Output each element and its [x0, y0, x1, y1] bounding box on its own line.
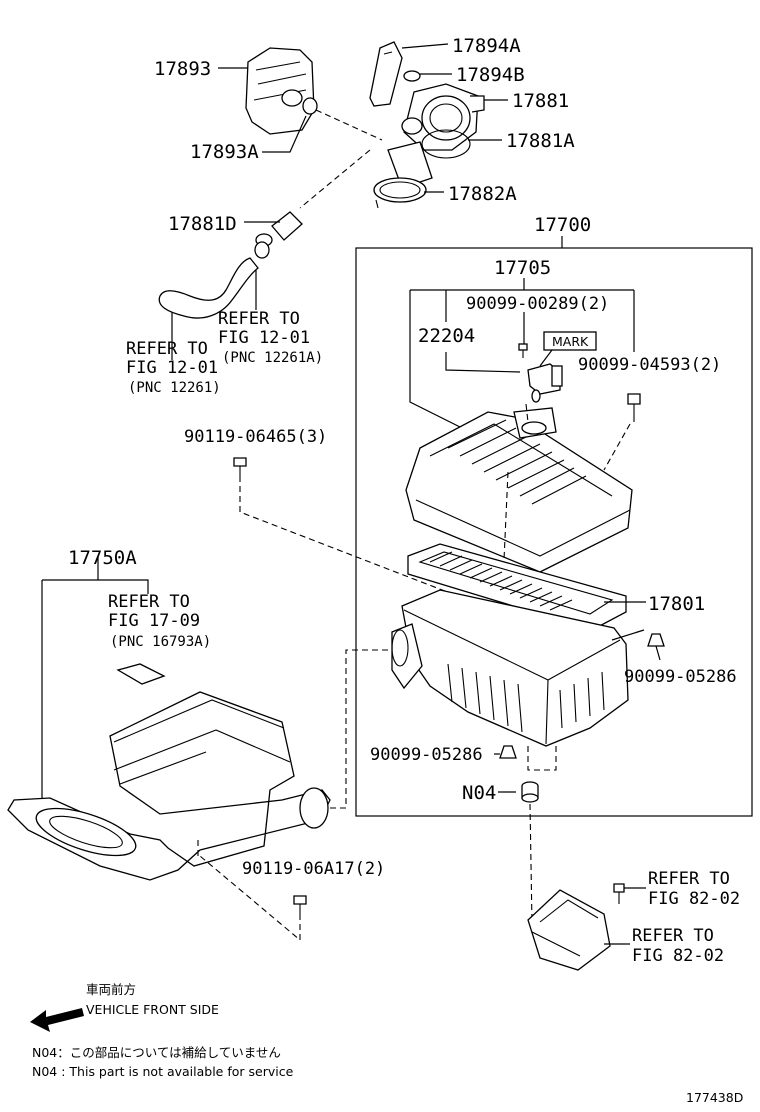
refer-e-line1: REFER TO	[632, 926, 714, 946]
screw-90099-00289-drawing	[518, 343, 528, 358]
filter-element-17801-drawing	[407, 543, 627, 631]
label-22204: 22204	[418, 325, 475, 347]
label-90099-04593: 90099-04593(2)	[578, 355, 721, 375]
clamp-17881A-drawing	[421, 129, 471, 159]
clamp-17894B-drawing	[403, 70, 421, 82]
label-17700: 17700	[534, 214, 591, 236]
bolt-90119-06465-drawing	[233, 457, 247, 482]
label-90099-05286-right: 90099-05286	[624, 667, 737, 687]
air-cleaner-lid-drawing	[405, 407, 633, 573]
vehicle-front-jp: 車両前方	[86, 982, 136, 997]
refer-b-line3: (PNC 12261)	[128, 380, 221, 396]
refer-d-line2: FIG 82-02	[648, 889, 740, 909]
refer-b-line2: FIG 12-01	[126, 358, 218, 378]
refer-d-line1: REFER TO	[648, 869, 730, 889]
note-en: N04 : This part is not available for ser…	[32, 1064, 294, 1079]
refer-c-line3: (PNC 16793A)	[110, 634, 211, 650]
resonator-17893-drawing	[245, 47, 318, 135]
sensor-22204-drawing	[527, 363, 563, 403]
label-90099-00289: 90099-00289(2)	[466, 294, 609, 314]
grommet-N04-drawing	[521, 781, 539, 803]
label-90099-05286-lower: 90099-05286	[370, 745, 483, 765]
hose-12261-drawing	[158, 257, 259, 319]
label-17750A: 17750A	[68, 547, 137, 569]
assembly-17700-frame	[355, 247, 753, 817]
label-17705: 17705	[494, 257, 551, 279]
inlet-17881-drawing	[401, 83, 485, 151]
refer-e-line2: FIG 82-02	[632, 946, 724, 966]
bracket-drawing	[527, 889, 611, 971]
bolt-82-02-drawing	[613, 883, 625, 904]
refer-c-line1: REFER TO	[108, 592, 190, 612]
mark-label: MARK	[552, 334, 589, 349]
screw-90099-04593-drawing	[627, 393, 641, 422]
label-17881: 17881	[512, 90, 569, 112]
label-17881D: 17881D	[168, 213, 237, 235]
label-17801: 17801	[648, 593, 705, 615]
clip-90099-05286a-drawing	[647, 633, 665, 647]
label-17882A: 17882A	[448, 183, 517, 205]
label-17894A: 17894A	[452, 35, 521, 57]
label-N04: N04	[462, 782, 496, 804]
refer-b-line1: REFER TO	[126, 339, 208, 359]
label-16793A-drawing	[116, 663, 166, 685]
connector-17881D-drawing	[254, 211, 303, 259]
label-17881A: 17881A	[506, 130, 575, 152]
mark-box	[543, 331, 597, 351]
air-cleaner-case-drawing	[391, 589, 629, 747]
label-90119-06465: 90119-06465(3)	[184, 427, 327, 447]
vehicle-front-en: VEHICLE FRONT SIDE	[86, 1002, 219, 1017]
inlet-duct-17750A-drawing	[7, 691, 331, 881]
label-17894B: 17894B	[456, 64, 525, 86]
clip-90099-05286b-drawing	[499, 745, 517, 759]
bolt-90119-06A17-drawing	[293, 895, 307, 920]
label-17893A: 17893A	[190, 141, 259, 163]
hose-17882A-drawing	[373, 141, 433, 209]
diagram-id: 177438D	[686, 1090, 743, 1105]
front-arrow-icon	[30, 1008, 84, 1032]
hose-17894A-drawing	[369, 41, 403, 107]
refer-a-line3: (PNC 12261A)	[222, 350, 323, 366]
refer-a-line2: FIG 12-01	[218, 328, 310, 348]
refer-a-line1: REFER TO	[218, 309, 300, 329]
refer-c-line2: FIG 17-09	[108, 611, 200, 631]
note-jp: N04：この部品については補給していません	[32, 1045, 281, 1060]
label-17893: 17893	[154, 58, 211, 80]
label-90119-06A17: 90119-06A17(2)	[242, 859, 385, 879]
